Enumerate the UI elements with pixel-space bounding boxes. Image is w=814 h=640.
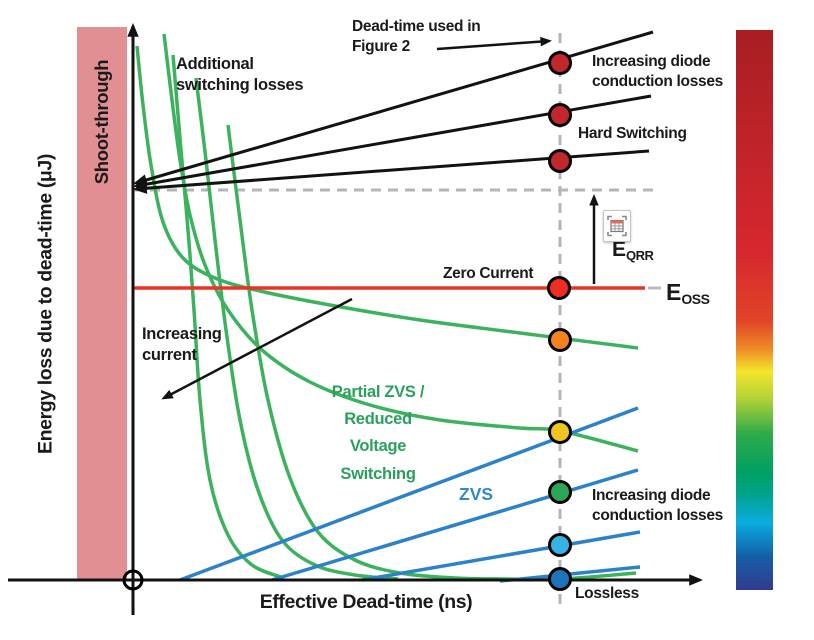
additional-losses-label: Additional switching losses	[176, 54, 304, 97]
shoot-through-label: Shoot-through	[90, 59, 112, 185]
hard-switching-line-3-arrowhead	[133, 182, 148, 194]
additional-losses-line1: Additional	[176, 55, 254, 73]
eqrr-subscript: QRR	[626, 248, 654, 263]
hard-switching-line-2	[135, 94, 652, 188]
x-axis-arrowhead	[689, 574, 703, 586]
op-zvs-1	[548, 480, 572, 504]
partial-zvs-label: Partial ZVS / Reduced Voltage Switching	[331, 379, 425, 488]
op-hard-switching	[548, 149, 572, 173]
partial-zvs-line1: Partial ZVS /	[331, 383, 425, 401]
increasing-current-line1: Increasing	[142, 325, 222, 343]
increasing-current-arrow	[163, 297, 353, 400]
eoss-label: EOSS	[666, 279, 710, 307]
colorbar	[736, 30, 773, 590]
figure2-pointer-arrow	[436, 39, 550, 51]
partial-zvs-line3: Voltage	[349, 437, 407, 456]
table-extract-glyph	[607, 215, 627, 237]
partial-zvs-curve-1	[135, 45, 639, 350]
shoot-through-region	[77, 27, 127, 580]
table-extract-icon[interactable]	[603, 210, 631, 242]
y-axis-title: Energy loss due to dead-time (μJ)	[34, 154, 57, 454]
increasing-diode-bottom-line1: Increasing diode	[592, 487, 711, 504]
op-partial-zvs-2	[548, 420, 572, 444]
increasing-diode-bottom-label: Increasing diode conduction losses	[592, 486, 723, 526]
increasing-current-label: Increasing current	[142, 324, 222, 367]
zvs-line-2	[271, 468, 639, 582]
zvs-label: ZVS	[459, 484, 494, 504]
partial-zvs-curve-3	[171, 54, 285, 580]
op-partial-zvs-1	[548, 328, 572, 352]
increasing-diode-top-label: Increasing diode conduction losses	[592, 52, 723, 92]
op-zvs-2	[548, 533, 572, 557]
figure2-pointer-arrow-arrowhead	[540, 36, 552, 47]
eoss-subscript: OSS	[681, 291, 710, 307]
partial-zvs-line4: Switching	[340, 464, 416, 483]
additional-losses-line2: switching losses	[176, 76, 304, 95]
y-axis-arrowhead	[127, 23, 139, 37]
eqrr-arrow-arrowhead	[589, 194, 599, 206]
lossless-label: Lossless	[575, 585, 639, 602]
zero-current-label: Zero Current	[443, 265, 534, 282]
eqrr-label: EQRR	[612, 238, 654, 263]
partial-zvs-curve-4	[194, 77, 399, 581]
op-zero-current	[547, 276, 571, 300]
x-axis-title: Effective Dead-time (ns)	[259, 591, 473, 613]
increasing-current-line2: current	[142, 346, 197, 365]
hard-switching-label: Hard Switching	[578, 125, 687, 142]
dead-time-note-label: Dead-time used in Figure 2	[352, 17, 481, 57]
eoss-symbol: E	[666, 279, 682, 305]
origin-marker	[122, 569, 144, 591]
increasing-diode-top-line2: conduction losses	[592, 73, 723, 91]
partial-zvs-curve-2	[162, 33, 639, 453]
increasing-current-arrow-arrowhead	[161, 389, 174, 400]
increasing-diode-top-line1: Increasing diode	[592, 53, 711, 70]
partial-zvs-line2: Reduced	[344, 410, 412, 429]
zvs-line-3	[361, 530, 641, 582]
hard-switching-line-3	[135, 149, 650, 191]
partial-zvs-curve-5	[226, 124, 637, 582]
dead-time-note-line2: Figure 2	[352, 38, 410, 56]
op-diode-loss-high	[548, 51, 572, 75]
op-lossless	[548, 567, 572, 591]
eqrr-symbol: E	[612, 238, 627, 261]
op-diode-loss-mid	[548, 103, 572, 127]
increasing-diode-bottom-line2: conduction losses	[592, 507, 723, 525]
dead-time-note-line1: Dead-time used in	[352, 18, 481, 35]
